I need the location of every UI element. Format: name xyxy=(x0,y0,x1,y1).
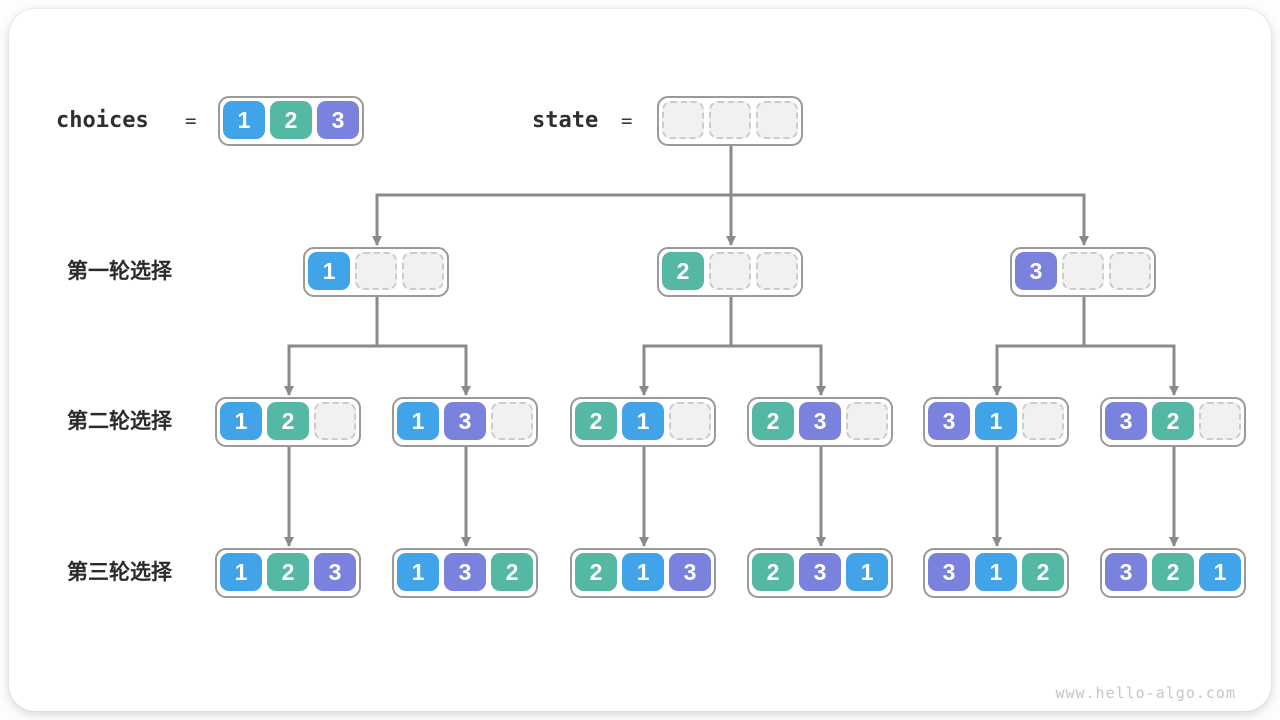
tree-node: 1 2 3 xyxy=(215,548,361,598)
tree-node: 3 1 xyxy=(923,397,1069,447)
array-cell: 1 xyxy=(846,553,888,591)
array-cell xyxy=(1062,252,1104,290)
choices-label: choices xyxy=(56,108,149,133)
state-array xyxy=(657,96,803,146)
array-cell: 1 xyxy=(622,402,664,440)
array-cell: 2 xyxy=(1152,402,1194,440)
array-cell: 1 xyxy=(397,553,439,591)
tree-node: 1 xyxy=(303,247,449,297)
array-cell: 2 xyxy=(575,553,617,591)
array-cell xyxy=(662,101,704,139)
array-cell: 2 xyxy=(270,101,312,139)
array-cell: 2 xyxy=(491,553,533,591)
array-cell: 2 xyxy=(752,553,794,591)
array-cell: 1 xyxy=(220,402,262,440)
tree-node: 2 3 xyxy=(747,397,893,447)
array-cell xyxy=(1199,402,1241,440)
tree-node: 3 1 2 xyxy=(923,548,1069,598)
array-cell: 1 xyxy=(223,101,265,139)
array-cell: 2 xyxy=(662,252,704,290)
array-cell xyxy=(756,101,798,139)
tree-node: 3 xyxy=(1010,247,1156,297)
array-cell xyxy=(491,402,533,440)
tree-node: 2 3 1 xyxy=(747,548,893,598)
array-cell: 3 xyxy=(444,553,486,591)
array-cell: 3 xyxy=(799,553,841,591)
array-cell xyxy=(756,252,798,290)
array-cell: 1 xyxy=(1199,553,1241,591)
state-equals-sign: = xyxy=(621,110,633,132)
array-cell: 1 xyxy=(308,252,350,290)
array-cell xyxy=(314,402,356,440)
state-label: state xyxy=(532,108,599,133)
array-cell: 1 xyxy=(220,553,262,591)
tree-node: 3 2 1 xyxy=(1100,548,1246,598)
array-cell: 3 xyxy=(317,101,359,139)
round-2-label: 第二轮选择 xyxy=(67,410,172,433)
array-cell: 3 xyxy=(669,553,711,591)
tree-node: 2 1 3 xyxy=(570,548,716,598)
tree-node: 2 1 xyxy=(570,397,716,447)
array-cell xyxy=(669,402,711,440)
array-cell xyxy=(709,252,751,290)
array-cell: 3 xyxy=(444,402,486,440)
figure-card: choices = 1 2 3 state = 第一轮选择 第二轮选择 第三轮选… xyxy=(9,9,1271,711)
tree-node: 1 3 xyxy=(392,397,538,447)
array-cell: 3 xyxy=(928,553,970,591)
array-cell xyxy=(709,101,751,139)
array-cell xyxy=(402,252,444,290)
tree-node: 1 2 xyxy=(215,397,361,447)
choices-equals-sign: = xyxy=(185,110,197,132)
round-3-label: 第三轮选择 xyxy=(67,561,172,584)
array-cell: 1 xyxy=(397,402,439,440)
array-cell: 2 xyxy=(267,553,309,591)
array-cell: 3 xyxy=(799,402,841,440)
array-cell: 3 xyxy=(1015,252,1057,290)
array-cell: 3 xyxy=(1105,553,1147,591)
array-cell: 2 xyxy=(1152,553,1194,591)
array-cell: 1 xyxy=(975,553,1017,591)
tree-node: 2 xyxy=(657,247,803,297)
array-cell: 1 xyxy=(975,402,1017,440)
array-cell: 2 xyxy=(1022,553,1064,591)
array-cell: 2 xyxy=(752,402,794,440)
website-watermark: www.hello-algo.com xyxy=(1055,684,1236,702)
array-cell: 1 xyxy=(622,553,664,591)
array-cell xyxy=(355,252,397,290)
choices-array: 1 2 3 xyxy=(218,96,364,146)
tree-node: 1 3 2 xyxy=(392,548,538,598)
array-cell: 3 xyxy=(314,553,356,591)
array-cell xyxy=(1109,252,1151,290)
array-cell: 3 xyxy=(928,402,970,440)
array-cell: 3 xyxy=(1105,402,1147,440)
array-cell: 2 xyxy=(267,402,309,440)
array-cell xyxy=(1022,402,1064,440)
array-cell: 2 xyxy=(575,402,617,440)
tree-connector-arrows xyxy=(284,146,1179,547)
array-cell xyxy=(846,402,888,440)
tree-node: 3 2 xyxy=(1100,397,1246,447)
round-1-label: 第一轮选择 xyxy=(67,260,172,283)
